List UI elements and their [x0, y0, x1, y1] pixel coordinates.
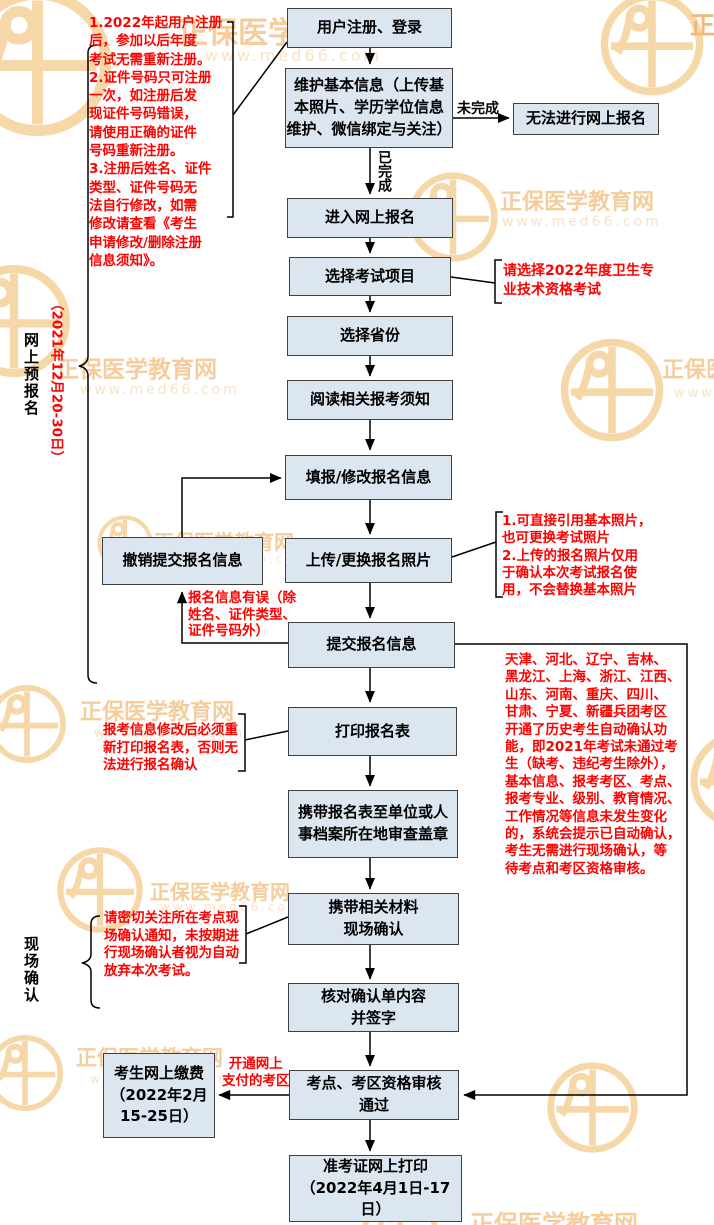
flow-box-fill-modify: 填报/修改报名信息: [285, 455, 452, 500]
note-info-error: 报名信息有误（除 姓名、证件类型、 证件号码外）: [188, 590, 296, 640]
flow-box-user-register: 用户注册、登录: [287, 8, 452, 48]
flow-box-cancel-submit: 撤销提交报名信息: [102, 537, 263, 585]
flow-box-print-ticket: 准考证网上打印 （2022年4月1日-17日）: [289, 1155, 462, 1222]
flow-box-check-sign: 核对确认单内容 并签字: [288, 983, 459, 1032]
phase-label-pre-registration: 网上预报名: [22, 332, 40, 417]
flow-box-select-province: 选择省份: [287, 316, 453, 356]
watermark-brand: 正保医学教育网: [690, 11, 714, 40]
zhengbao-logo-icon: [0, 685, 66, 763]
edge-label-not-done: 未完成: [457, 101, 499, 117]
watermark-brand: 正保医学教育网: [470, 1210, 638, 1225]
zhengbao-logo-icon: [57, 847, 143, 933]
flow-box-print-form: 打印报名表: [288, 707, 457, 756]
flow-box-cannot-register: 无法进行网上报名: [513, 103, 659, 135]
watermark-brand: 正保医学教育网: [80, 700, 235, 725]
zhengbao-logo-icon: [0, 1035, 63, 1111]
flow-box-pay-online: 考生网上缴费 （2022年2月 15-25日）: [103, 1053, 215, 1138]
watermark-url: www.med66.com: [94, 726, 246, 741]
note-exam-project: 请选择2022年度卫生专 业技术资格考试: [503, 263, 654, 298]
flow-box-carry-form: 携带报名表至单位或人 事档案所在地审查盖章: [288, 790, 458, 858]
watermark-brand: 正保医学教育网: [500, 190, 655, 215]
phase-label-onsite-confirm: 现场确认: [22, 936, 40, 1004]
note-photo: 1.可直接引用基本照片， 也可更换考试照片 2.上传的报名照片仅用 于确认本次考…: [502, 513, 652, 599]
flow-box-maintain-info: 维护基本信息（上传基 本照片、学历学位信息 维护、微信绑定与关注）: [285, 68, 453, 148]
zhengbao-logo-icon: [0, 0, 112, 137]
watermark-url: www.med66.com: [80, 382, 240, 398]
watermark-url: www.med66.com: [502, 214, 662, 230]
note-auto-confirm: 天津、河北、辽宁、吉林、 黑龙江、上海、浙江、江西、 山东、河南、重庆、四川、 …: [505, 652, 681, 877]
note-register: 1.2022年起用户注册 后，参加以后年度 考试无需重新注册。 2.证件号码只可…: [89, 15, 223, 269]
note-reprint: 报考信息修改后必须重 新打印报名表，否则无 法进行报名确认: [103, 722, 238, 773]
flow-box-upload-photo: 上传/更换报名照片: [285, 538, 452, 583]
flow-box-read-notice: 阅读相关报考须知: [287, 380, 453, 420]
flow-box-onsite-confirm: 携带相关材料 现场确认: [288, 893, 459, 945]
edge-label-pay-region: 开通网上 支付的考区: [222, 1056, 290, 1089]
zhengbao-logo-icon: [690, 739, 714, 821]
flow-box-audit-pass: 考点、考区资格审核 通过: [289, 1070, 459, 1120]
watermark-url: www.med66.com: [674, 386, 714, 401]
zhengbao-logo-icon: [600, 0, 704, 96]
flow-box-select-exam: 选择考试项目: [289, 257, 451, 296]
flow-box-enter-online: 进入网上报名: [287, 198, 453, 238]
watermark-url: www.med66.com: [205, 46, 383, 65]
watermark-brand: 正保医学教育网: [662, 358, 714, 383]
edge-label-done: 已完成: [376, 150, 392, 192]
watermark-url: www.med66.com: [160, 900, 303, 914]
watermark-brand: 正保医学教育网: [150, 880, 290, 904]
zhengbao-logo-icon: [547, 1062, 638, 1153]
zhengbao-logo-icon: [560, 338, 664, 442]
zhengbao-logo-icon: [0, 264, 71, 378]
note-onsite: 请密切关注所在考点现 场确认通知，未按期进 行现场确认者视为自动 放弃本次考试。: [104, 910, 239, 979]
phase-label-pre-registration-date: （2021年12月20-30日）: [48, 297, 65, 465]
watermark-brand: 正保医学教育网: [56, 357, 217, 383]
flow-box-submit-info: 提交报名信息: [288, 622, 455, 668]
